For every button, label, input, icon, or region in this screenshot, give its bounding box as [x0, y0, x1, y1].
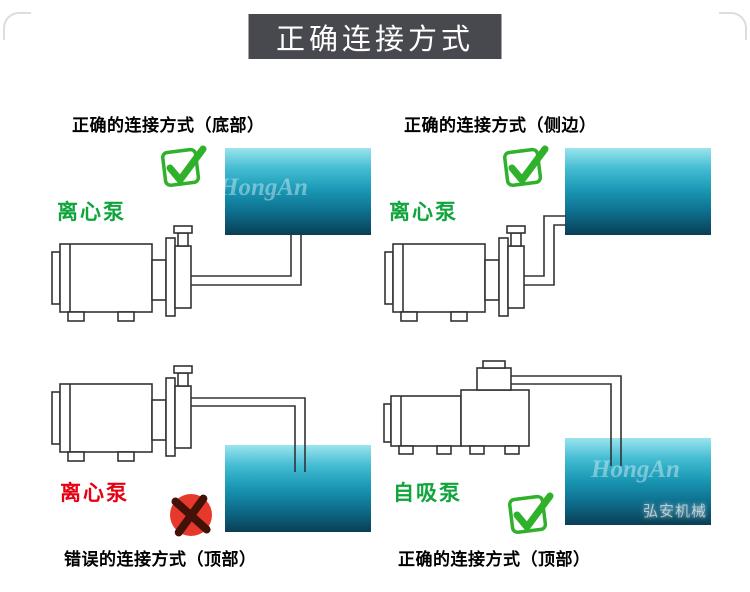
check-icon: [502, 145, 549, 188]
watermark-cn-text: 弘安机械: [642, 503, 707, 520]
pipe-to-tank-bottom: [191, 235, 302, 286]
card-corner-decoration: [719, 12, 747, 40]
panel3-pump-label: 离心泵: [60, 482, 129, 505]
water-photo-1: HongAn: [225, 148, 371, 235]
panel4-caption: 正确的连接方式（顶部）: [398, 550, 591, 569]
check-icon: [507, 492, 554, 535]
water-photo-4: HongAn 弘安机械: [565, 438, 711, 525]
panel4-pump-label: 自吸泵: [393, 482, 462, 505]
pump-diagram-centrifugal-2: [384, 215, 566, 322]
header-bar: 正确连接方式: [248, 14, 502, 59]
panel2-caption: 正确的连接方式（侧边）: [404, 116, 597, 135]
watermark-text: HongAn: [591, 456, 680, 483]
water-photo-3: [225, 445, 371, 532]
cross-icon: [170, 494, 212, 537]
check-icon: [160, 145, 207, 188]
pump-diagram-centrifugal-1: [51, 225, 302, 322]
panel1-caption: 正确的连接方式（底部）: [72, 116, 265, 135]
panel3-caption: 错误的连接方式（顶部）: [64, 550, 257, 569]
panel1-pump-label: 离心泵: [57, 201, 126, 224]
page-title: 正确连接方式: [275, 23, 474, 56]
water-photo-2: [565, 148, 711, 235]
watermark-text: HongAn: [225, 174, 308, 201]
panel2-pump-label: 离心泵: [389, 201, 458, 224]
pipe-to-tank-side: [524, 215, 566, 286]
card-corner-decoration: [3, 12, 31, 40]
